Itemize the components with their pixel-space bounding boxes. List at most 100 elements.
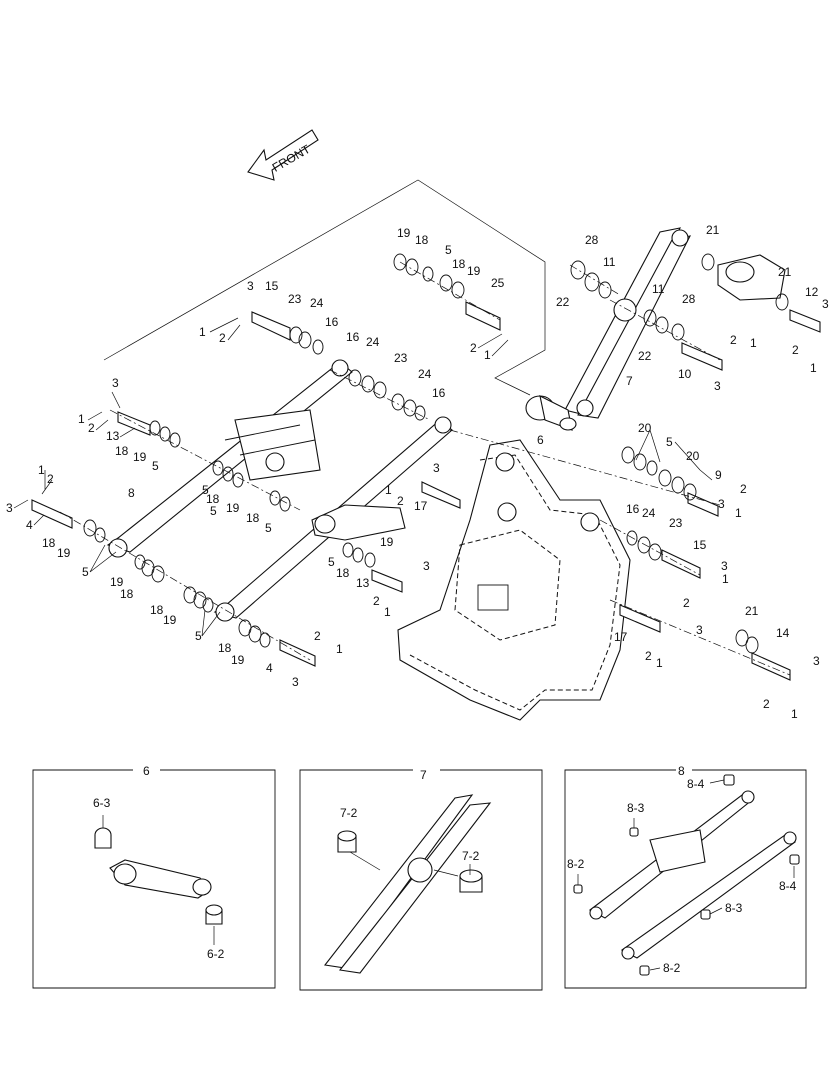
callout: 2 bbox=[730, 333, 737, 347]
callout: 4 bbox=[266, 661, 273, 675]
lift-cylinder bbox=[311, 504, 406, 541]
callout: 5 bbox=[195, 629, 202, 643]
callout: 23 bbox=[669, 516, 683, 530]
callout: 8 bbox=[128, 486, 135, 500]
callout: 3 bbox=[813, 654, 820, 668]
callout: 3 bbox=[696, 623, 703, 637]
callout: 18 bbox=[452, 257, 466, 271]
callout: 16 bbox=[432, 386, 446, 400]
callout: 3 bbox=[721, 559, 728, 573]
callout: 6 bbox=[537, 433, 544, 447]
detail-label: 8-4 bbox=[779, 879, 797, 893]
callout: 7 bbox=[626, 374, 633, 388]
callout: 11 bbox=[603, 255, 616, 269]
callout: 19 bbox=[226, 501, 240, 515]
link-arm bbox=[564, 227, 692, 419]
callout: 3 bbox=[423, 559, 430, 573]
group-outline bbox=[103, 179, 546, 396]
callout: 1 bbox=[385, 483, 392, 497]
callout: 1 bbox=[810, 361, 817, 375]
callout: 2 bbox=[645, 649, 652, 663]
callout: 1 bbox=[735, 506, 742, 520]
washers bbox=[83, 253, 789, 654]
callout: 24 bbox=[418, 367, 432, 381]
callout: 18 bbox=[115, 444, 129, 458]
callout: 16 bbox=[346, 330, 360, 344]
callout: 2 bbox=[683, 596, 690, 610]
callout: 25 bbox=[491, 276, 505, 290]
callout: 3 bbox=[247, 279, 254, 293]
callout: 19 bbox=[163, 613, 177, 627]
detail-label: 6-2 bbox=[207, 947, 225, 961]
detail-label: 8-4 bbox=[687, 777, 705, 791]
detail-label: 8-3 bbox=[627, 801, 645, 815]
callout: 1 bbox=[722, 572, 729, 586]
callout: 2 bbox=[740, 482, 747, 496]
callout: 18 bbox=[336, 566, 350, 580]
callout: 14 bbox=[776, 626, 790, 640]
detail-label: 7-2 bbox=[340, 806, 358, 820]
callout: 10 bbox=[678, 367, 692, 381]
callout: 21 bbox=[706, 223, 720, 237]
callout: 2 bbox=[373, 594, 380, 608]
detail-title: 8 bbox=[678, 764, 685, 778]
callout: 1 bbox=[484, 348, 491, 362]
callout: 1 bbox=[199, 325, 206, 339]
callout: 23 bbox=[394, 351, 408, 365]
callout: 3 bbox=[112, 376, 119, 390]
detail-title: 6 bbox=[143, 764, 150, 778]
detail-box-6: 6 6-3 6-2 bbox=[32, 764, 276, 989]
callout: 22 bbox=[556, 295, 570, 309]
front-arrow-icon: FRONT bbox=[247, 129, 319, 181]
callout: 23 bbox=[288, 292, 302, 306]
callout: 3 bbox=[718, 497, 725, 511]
leader-lines bbox=[13, 317, 713, 637]
callout: 19 bbox=[380, 535, 394, 549]
callout: 5 bbox=[152, 459, 159, 473]
callout: 16 bbox=[626, 502, 640, 516]
callout: 18 bbox=[415, 233, 429, 247]
callout: 24 bbox=[366, 335, 380, 349]
connector-link bbox=[525, 395, 577, 431]
callout: 15 bbox=[265, 279, 279, 293]
callout: 1 bbox=[78, 412, 85, 426]
callout: 5 bbox=[210, 504, 217, 518]
callout: 2 bbox=[219, 331, 226, 345]
callout: 16 bbox=[325, 315, 339, 329]
callout: 28 bbox=[585, 233, 599, 247]
callout: 1 bbox=[38, 463, 45, 477]
callout: 2 bbox=[88, 421, 95, 435]
callout: 13 bbox=[106, 429, 120, 443]
callout: 2 bbox=[397, 494, 404, 508]
main-frame bbox=[397, 439, 631, 721]
callout: 5 bbox=[82, 565, 89, 579]
callout: 1 bbox=[656, 656, 663, 670]
callout: 3 bbox=[714, 379, 721, 393]
callout: 19 bbox=[467, 264, 481, 278]
callout: 1 bbox=[750, 336, 757, 350]
callout: 3 bbox=[822, 297, 829, 311]
callout: 3 bbox=[6, 501, 13, 515]
callout: 4 bbox=[26, 518, 33, 532]
callout: 24 bbox=[310, 296, 324, 310]
callout: 21 bbox=[778, 265, 792, 279]
callout: 12 bbox=[805, 285, 819, 299]
callout: 2 bbox=[792, 343, 799, 357]
callout: 18 bbox=[120, 587, 134, 601]
callout: 2 bbox=[47, 472, 54, 486]
callouts: 19 18 5 18 19 25 2 1 28 11 22 11 28 22 1… bbox=[6, 223, 829, 721]
callout: 22 bbox=[638, 349, 652, 363]
callout: 18 bbox=[246, 511, 260, 525]
detail-label: 6-3 bbox=[93, 796, 111, 810]
callout: 1 bbox=[384, 605, 391, 619]
callout: 24 bbox=[642, 506, 656, 520]
detail-title: 7 bbox=[420, 768, 427, 782]
callout: 5 bbox=[202, 483, 209, 497]
centerlines bbox=[59, 261, 791, 676]
callout: 5 bbox=[445, 243, 452, 257]
callout: 18 bbox=[150, 603, 164, 617]
callout: 17 bbox=[614, 630, 628, 644]
detail-box-8: 8 8-4 8-3 8-2 8-4 8-3 8-2 bbox=[564, 764, 807, 989]
callout: 19 bbox=[110, 575, 124, 589]
